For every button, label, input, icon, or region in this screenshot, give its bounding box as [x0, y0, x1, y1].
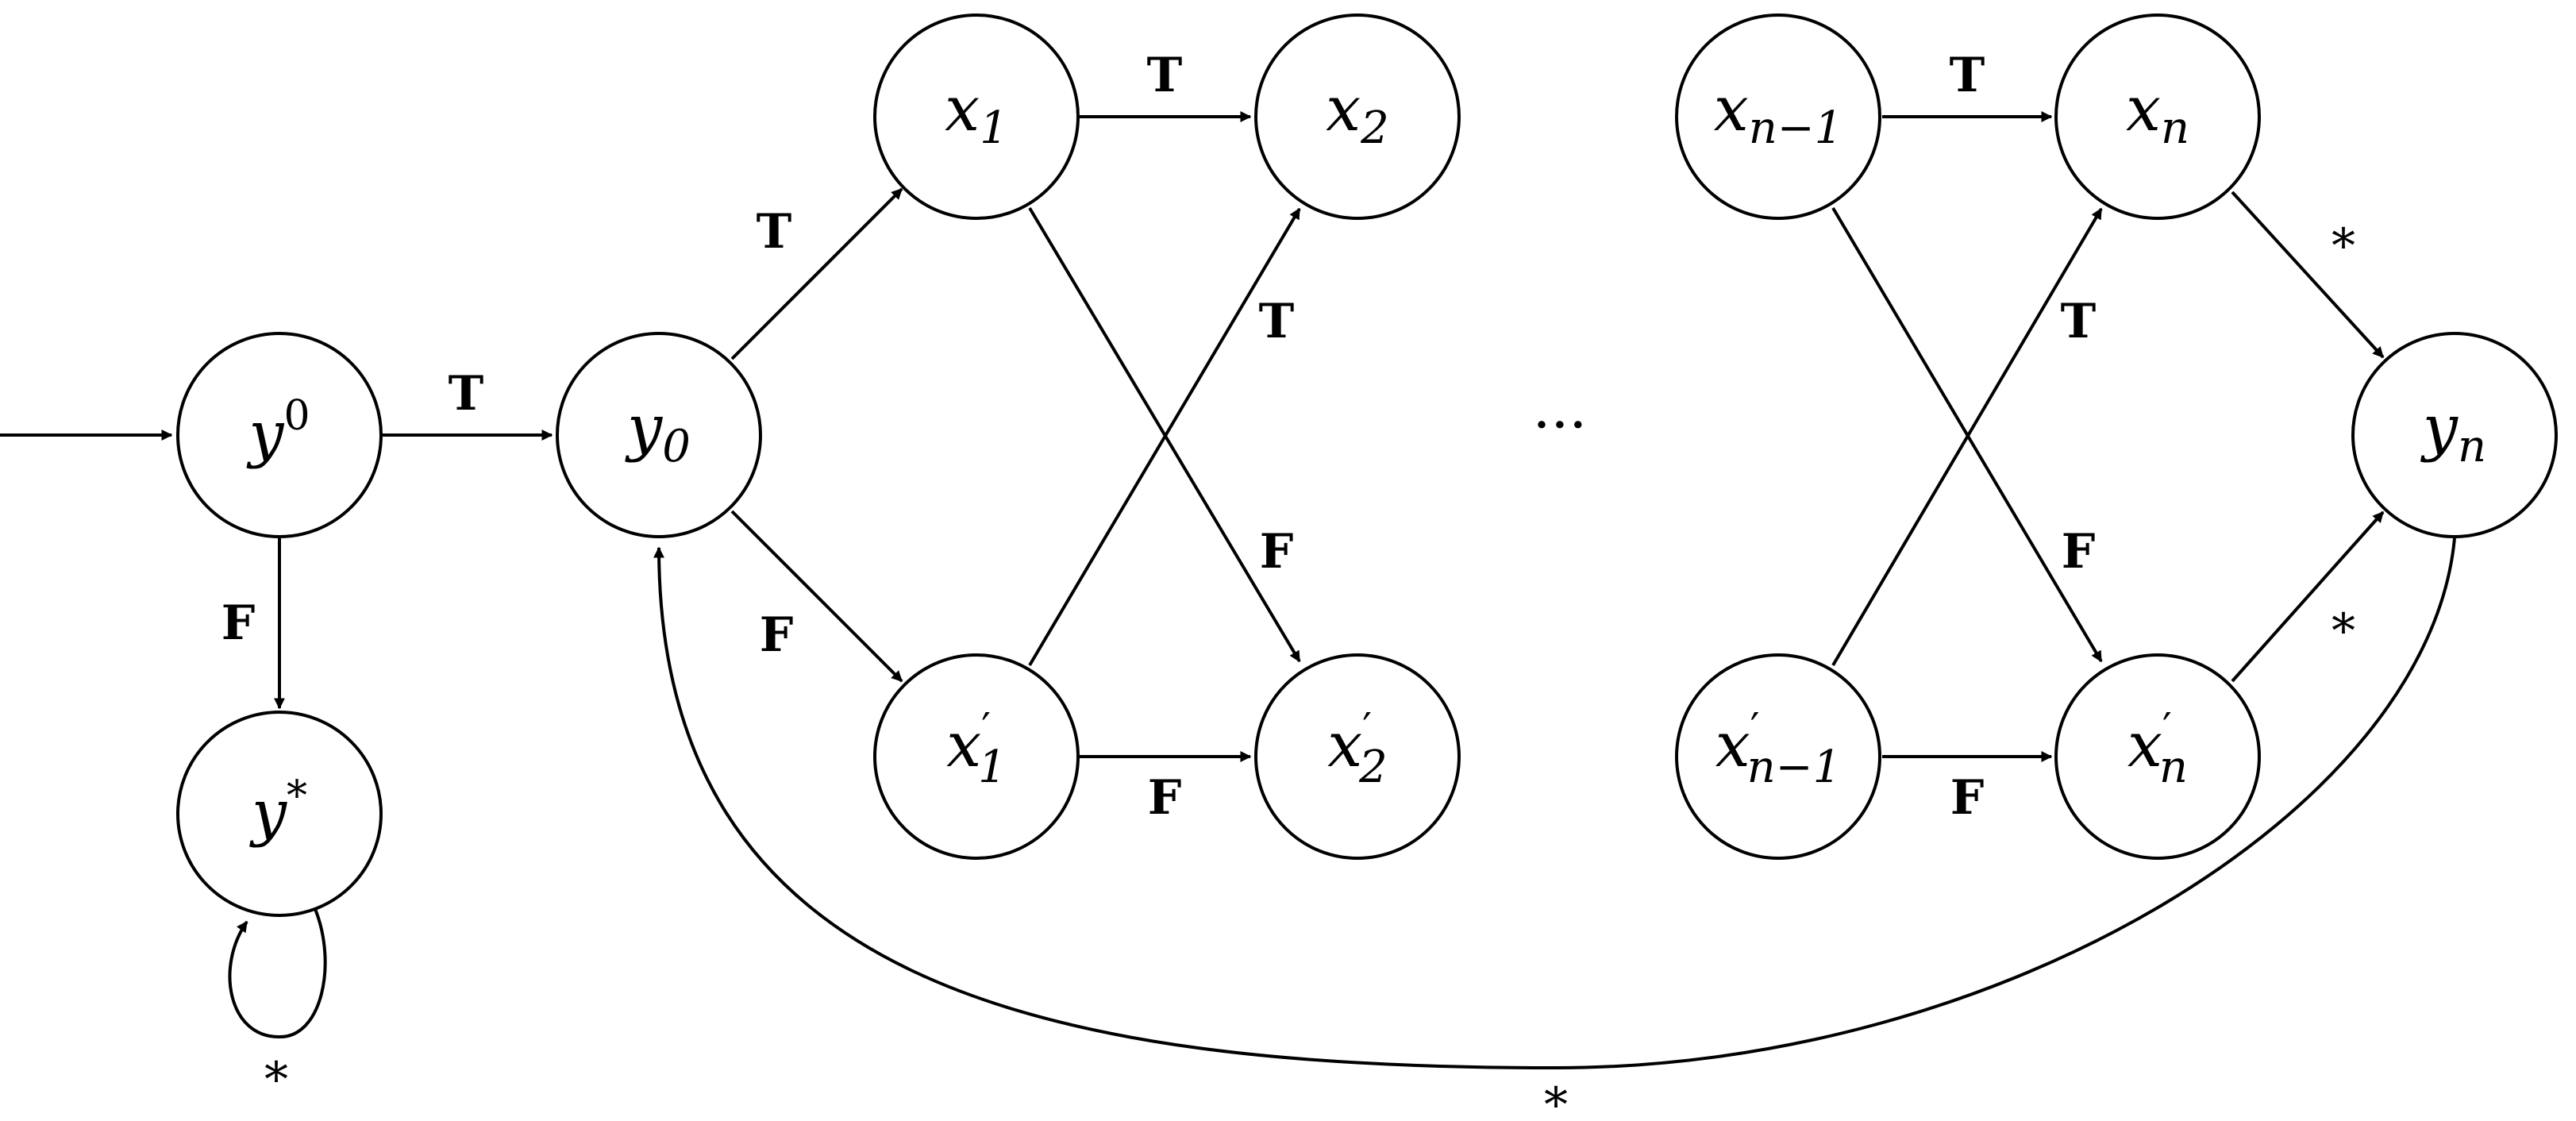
edge-y0-x1p: [730, 510, 903, 683]
node-x1p: [873, 653, 1080, 860]
edge-label-xn1-xn: T: [1950, 48, 1985, 103]
node-label-x2: x2: [1326, 74, 1389, 154]
edge-label-x1-x2: T: [1147, 48, 1183, 103]
node-y0sup: [176, 332, 383, 538]
node-yn: [2351, 332, 2558, 538]
edges: [0, 111, 2456, 1070]
node-ystar: [176, 711, 383, 917]
edge-label-ystar-loop: *: [264, 1052, 288, 1108]
nodes: [176, 13, 2558, 917]
edge-label-y0-x1: T: [757, 204, 792, 260]
edge-xnp-yn: [2231, 510, 2385, 683]
edge-label-y0sup-ystar: F: [221, 595, 256, 651]
edge-label-y0-x1p: F: [760, 607, 794, 663]
node-label-y0: y0: [625, 392, 691, 472]
edge-yn-y0: [653, 537, 2456, 1070]
node-label-x2p: x′2: [1327, 705, 1387, 793]
node-xnp: [2054, 653, 2261, 860]
edge-label-x1p-x2p: F: [1148, 770, 1182, 826]
node-label-x1: x1: [945, 74, 1008, 154]
edge-label-xn1p-xnp: F: [1950, 770, 1985, 826]
node-xn1: [1675, 13, 1881, 220]
node-xn1p: [1675, 653, 1881, 860]
node-x2p: [1254, 653, 1461, 860]
node-xn: [2054, 13, 2261, 220]
node-label-xn1: xn−1: [1714, 74, 1843, 154]
edge-label-xn1-xnp: F: [2062, 524, 2096, 580]
node-label-ystar: y*: [249, 772, 307, 849]
node-label-yn: yn: [2420, 392, 2486, 472]
edge-label-xn-yn: *: [2331, 218, 2355, 274]
node-labels: y0 y* y0 x1 x2 x′1 x′2 xn−1 xn: [246, 74, 2486, 849]
edge-labels: T F * T F T T F F T T F F * * *: [221, 48, 2355, 1121]
node-label-xnp: x′n: [2127, 705, 2188, 793]
node-label-xn: xn: [2126, 74, 2189, 154]
edge-label-xn1p-xn: T: [2061, 294, 2097, 349]
edge-label-x1-x2p: F: [1260, 524, 1294, 580]
edge-label-yn-y0: *: [1544, 1077, 1568, 1121]
node-y0: [556, 332, 762, 538]
ellipsis: ···: [1533, 391, 1588, 458]
edge-x1-x2p: [1028, 206, 1301, 663]
node-label-x1p: x′1: [946, 705, 1006, 793]
node-x1: [873, 13, 1080, 220]
node-label-xn1p: x′n−1: [1715, 705, 1841, 793]
edge-label-x1p-x2: T: [1259, 294, 1295, 349]
edge-label-y0sup-y0: T: [449, 366, 484, 422]
edge-ystar-loop: [228, 908, 327, 1039]
edge-xn-yn: [2231, 191, 2385, 359]
edge-xn1-xnp: [1831, 206, 2103, 663]
node-x2: [1254, 13, 1461, 220]
node-label-y0sup: y0: [246, 392, 310, 470]
edge-label-xnp-yn: *: [2331, 603, 2355, 659]
edge-y0-x1: [730, 187, 903, 360]
